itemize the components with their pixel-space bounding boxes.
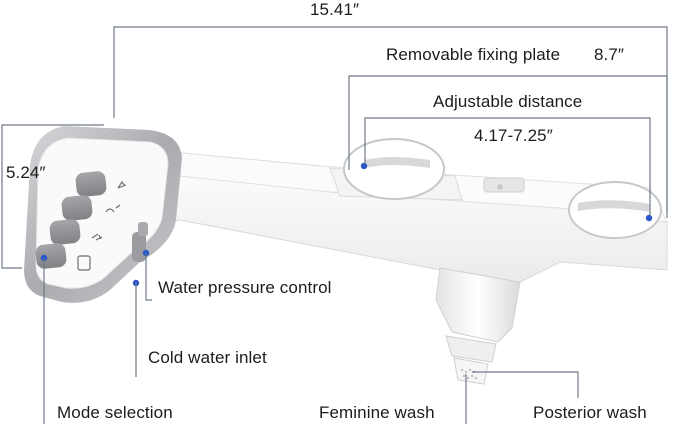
fixing-plate-right [568,181,662,239]
adjustable-distance-label: Adjustable distance [433,92,583,111]
button-2[interactable] [61,194,93,221]
cold-water-inlet-label: Cold water inlet [148,348,267,367]
button-3[interactable] [49,218,81,245]
feminine-wash-icon [105,204,121,213]
fixing-plate-label: Removable fixing plate [386,45,561,64]
total-length-label: 15.41″ [310,0,360,19]
fixing-plate-left [343,138,445,200]
water-pressure-control-label: Water pressure control [158,278,332,297]
adjustable-distance-range: 4.17-7.25″ [474,126,553,145]
mode-icon [77,255,91,271]
fixing-plate-size: 8.7″ [594,45,625,64]
nozzle-clean-icon [91,233,103,241]
feminine-wash-label: Feminine wash [319,403,435,422]
nozzle-housing [435,267,521,385]
posterior-wash-icon [117,180,127,189]
panel-buttons [35,170,107,269]
leader-lines [1,26,668,424]
button-1[interactable] [75,170,107,197]
button-4[interactable] [35,242,67,269]
control-panel [24,126,182,303]
height-label: 5.24″ [6,163,46,182]
posterior-wash-label: Posterior wash [533,403,647,422]
mode-selection-label: Mode selection [57,403,173,422]
